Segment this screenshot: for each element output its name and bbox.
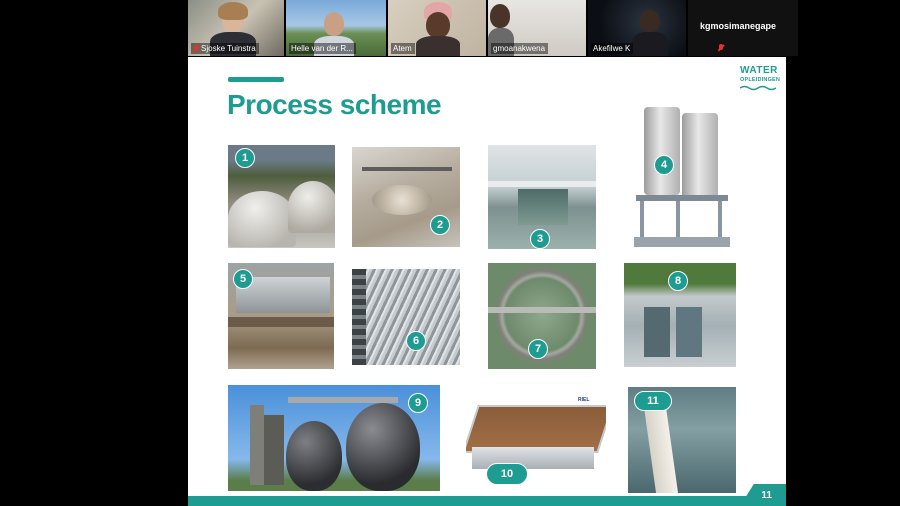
step-badge: 1 xyxy=(235,148,255,168)
photo-silos: 4 xyxy=(626,97,736,251)
participant-tile[interactable]: kgmosimanegape xyxy=(688,0,798,56)
photo-overflow-weir: 11 xyxy=(628,387,736,493)
step-badge: 5 xyxy=(233,269,253,289)
photo-aeration-basin: 2 xyxy=(352,147,460,247)
wave-icon xyxy=(740,85,776,91)
page-number: 11 xyxy=(761,490,772,501)
participant-tile[interactable]: Helle van der R... xyxy=(286,0,386,56)
photo-rectangular-basins: 8 xyxy=(624,263,736,367)
photo-conveyor-screen: 6 xyxy=(352,269,460,365)
photo-storage-domes: 1 xyxy=(228,145,335,248)
participant-name: kgmosimanegape xyxy=(700,21,777,31)
participant-tile[interactable]: Akefilwe K xyxy=(588,0,686,56)
manufacturer-label: RIEL xyxy=(578,397,590,403)
shared-slide: Process scheme WATER OPLEIDINGEN 1 2 3 4… xyxy=(188,57,786,506)
participant-tile[interactable]: gmoanakwena xyxy=(488,0,586,56)
title-accent-line xyxy=(228,77,284,82)
participant-name: Atem xyxy=(391,43,415,54)
participant-tile[interactable]: Atem xyxy=(388,0,486,56)
photo-screen: 5 xyxy=(228,263,334,369)
step-badge: 8 xyxy=(668,271,688,291)
participant-name: Akefilwe K xyxy=(591,43,634,54)
slide-footer-bar xyxy=(188,496,786,506)
step-badge: 6 xyxy=(406,331,426,351)
photo-settling-tank: 3 xyxy=(488,145,596,249)
step-badge: 11 xyxy=(634,391,672,411)
photo-egg-digesters: 9 xyxy=(228,385,440,491)
photo-round-clarifier: 7 xyxy=(488,263,596,369)
step-badge: 4 xyxy=(654,155,674,175)
participant-tile[interactable]: Sjoske Tuinstra xyxy=(188,0,284,56)
participant-name: Helle van der R... xyxy=(289,43,356,54)
mic-muted-icon xyxy=(718,44,724,52)
participant-name: gmoanakwena xyxy=(491,43,549,54)
water-opleidingen-logo: WATER OPLEIDINGEN xyxy=(740,65,780,91)
slide-title: Process scheme xyxy=(227,89,442,120)
step-badge: 9 xyxy=(408,393,428,413)
mic-muted-icon xyxy=(193,44,199,53)
step-badge: 10 xyxy=(486,463,528,485)
page-number-tab xyxy=(740,484,786,506)
participant-strip: Sjoske Tuinstra Helle van der R... Atem … xyxy=(0,0,900,56)
step-badge: 3 xyxy=(530,229,550,249)
participant-name: Sjoske Tuinstra xyxy=(191,43,259,54)
step-badge: 7 xyxy=(528,339,548,359)
photo-sand-filter-tank: RIEL 10 xyxy=(466,391,606,491)
step-badge: 2 xyxy=(430,215,450,235)
